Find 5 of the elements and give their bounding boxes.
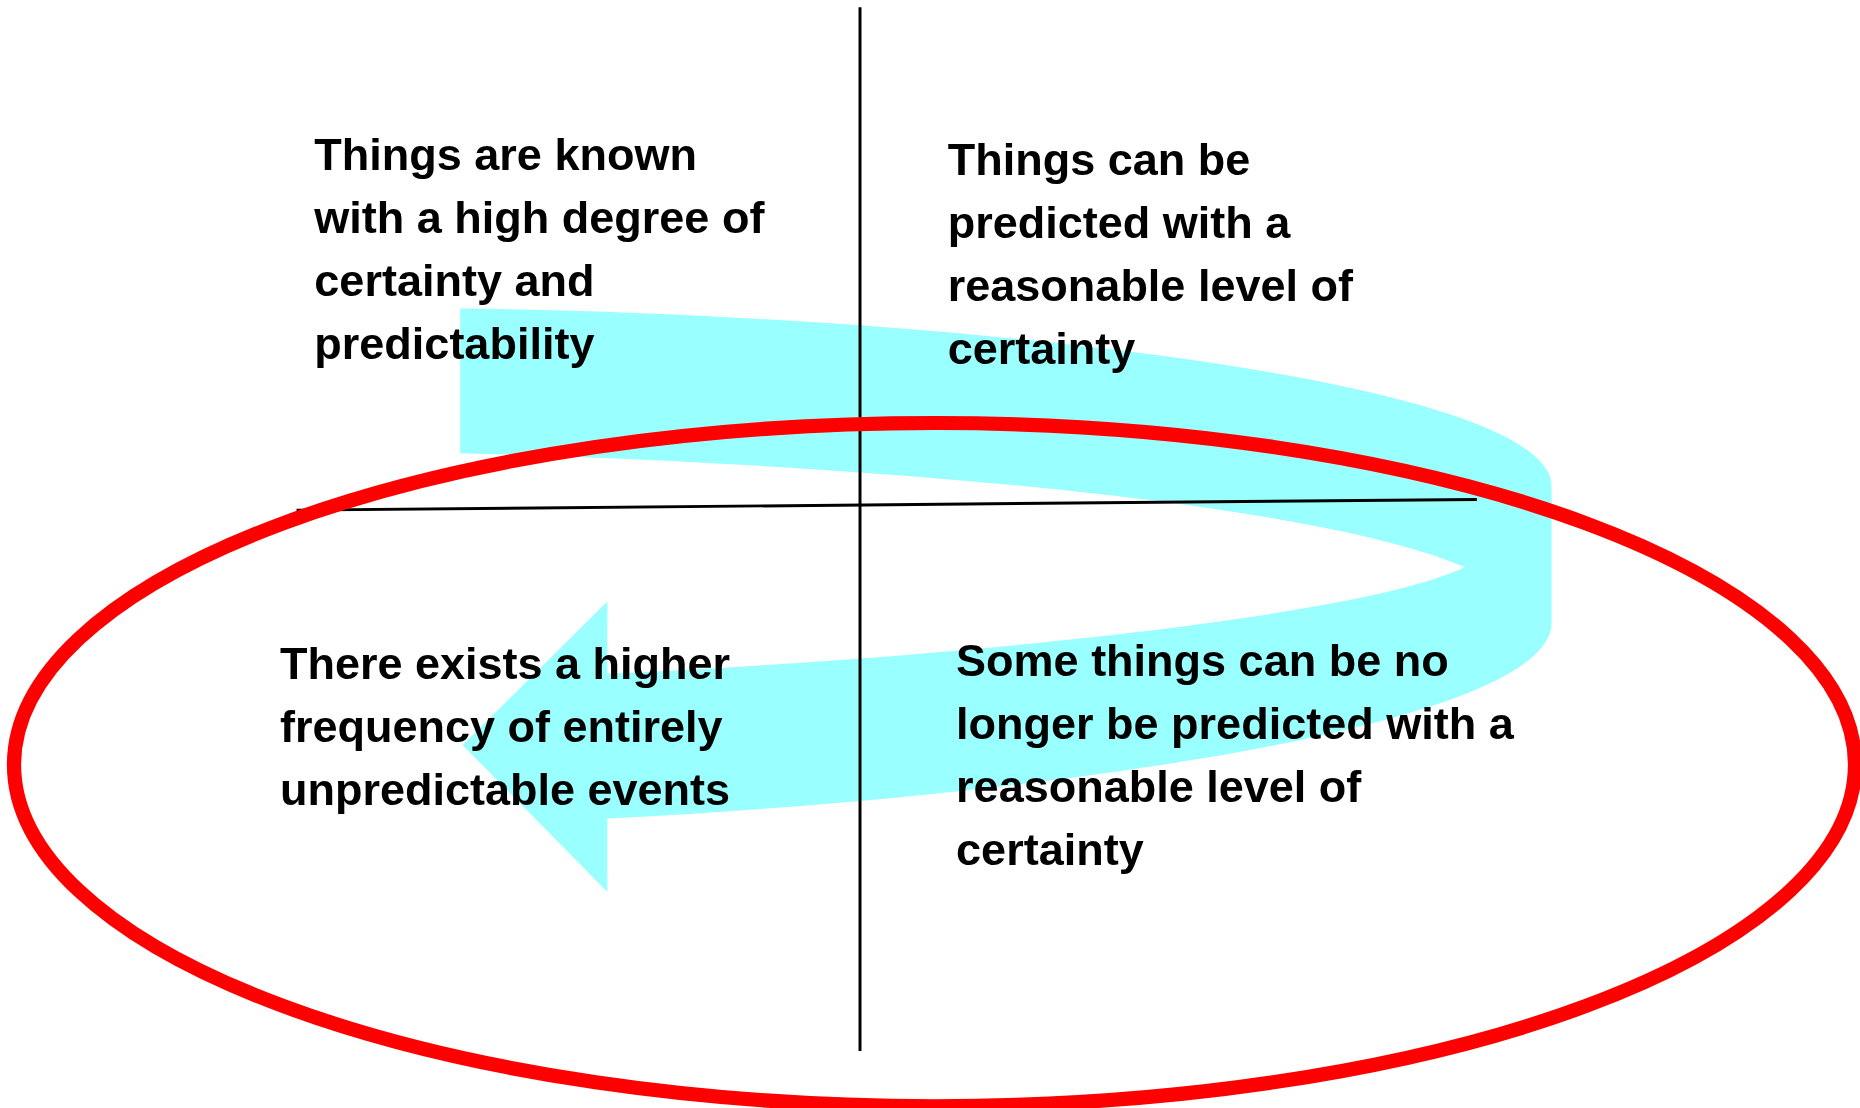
- quadrant-text: Some things can be no longer be predicted with a reasonable level of certainty: [956, 633, 1515, 877]
- quadrant-text: Things can be predicted with a reasonable level of certainty: [947, 133, 1354, 377]
- quadrant-text: Things are known with a high degree of certainty and predictability: [314, 128, 766, 372]
- quadrant-text: There exists a higher frequency of entirely unpredictable events: [279, 637, 732, 818]
- curved-arrow: [460, 308, 1552, 893]
